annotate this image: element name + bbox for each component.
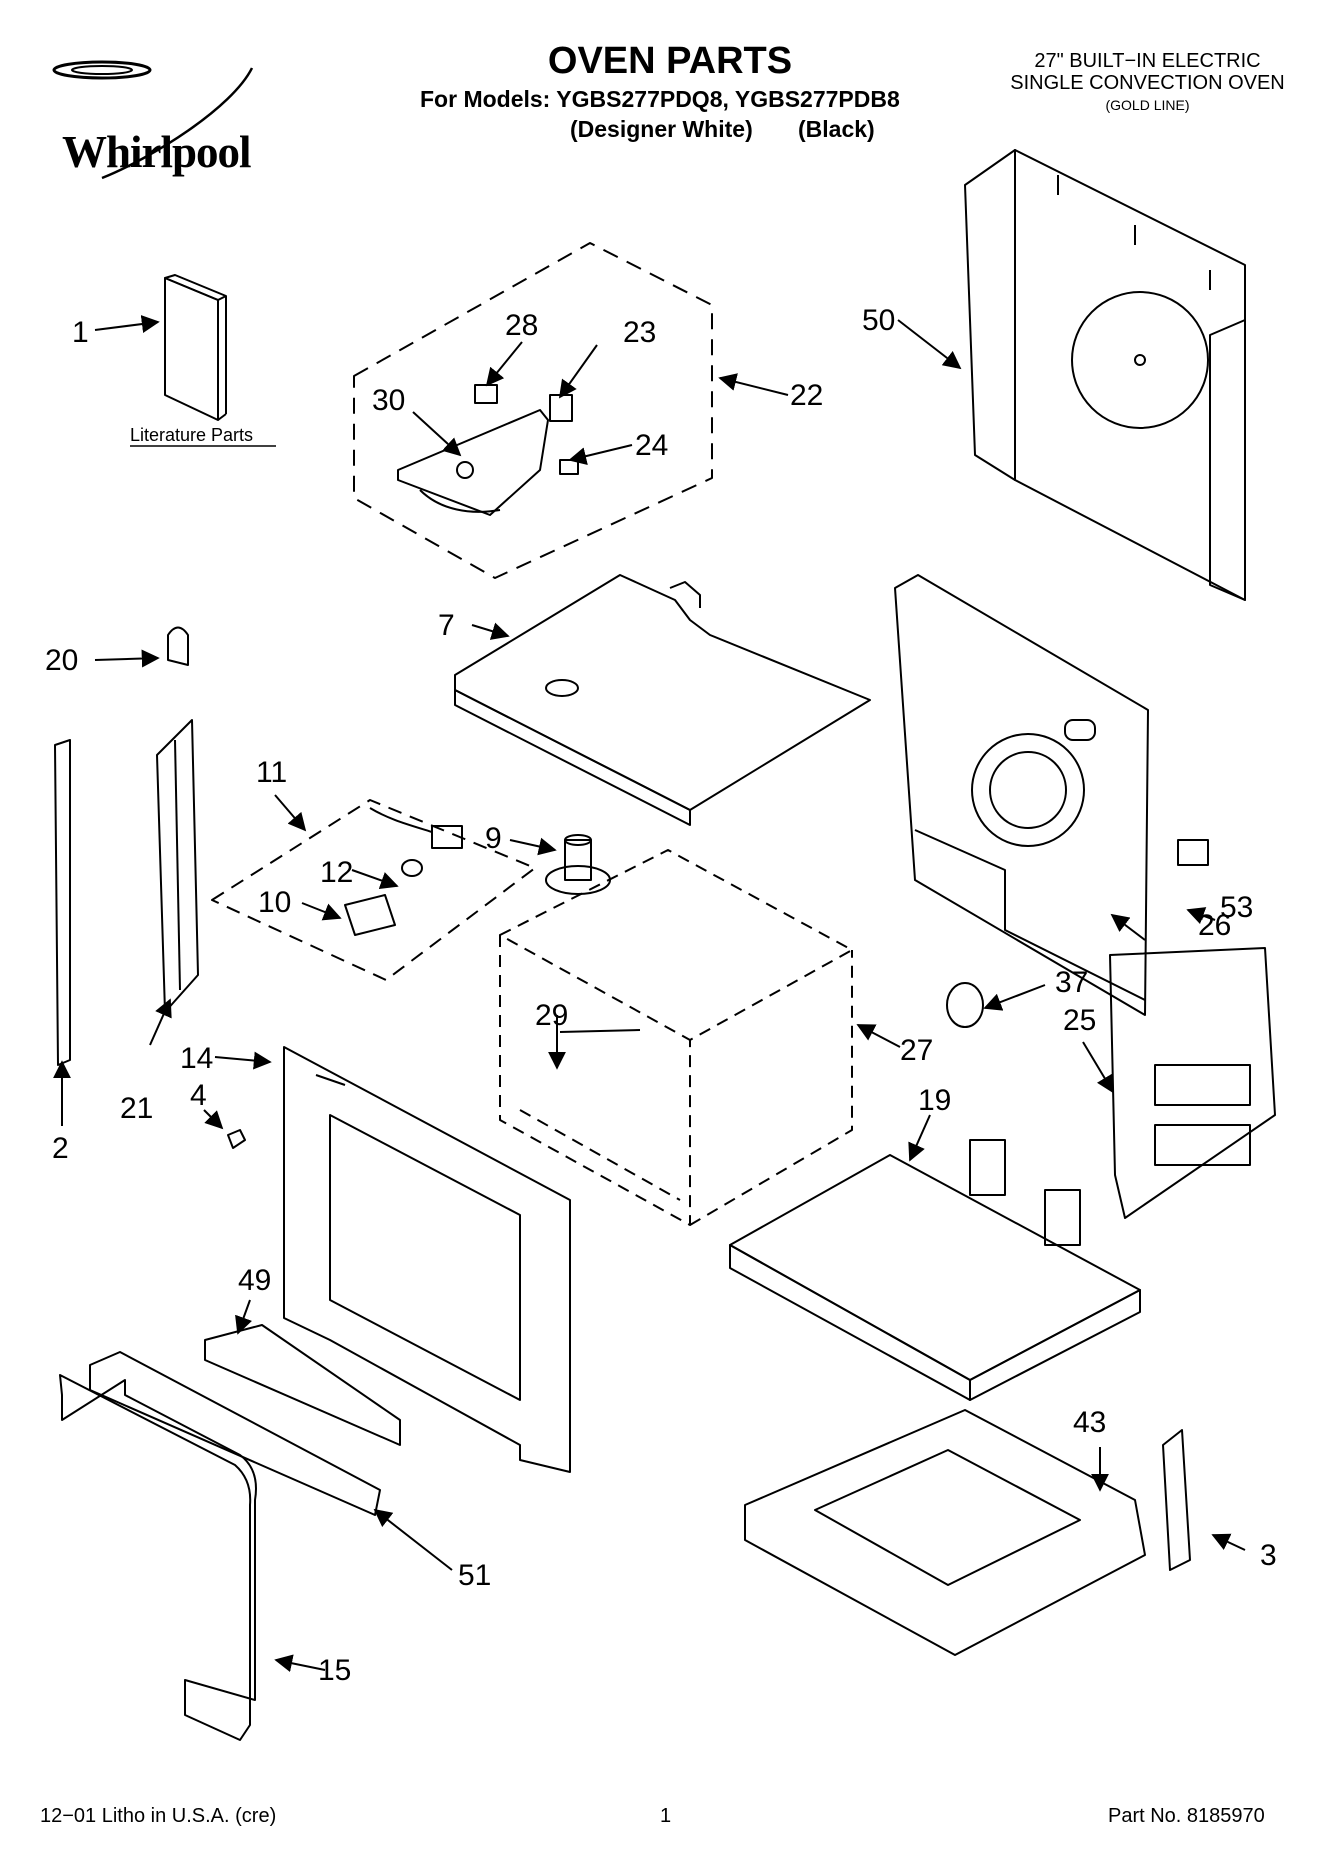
- footer-part-number: Part No. 8185970: [1108, 1805, 1265, 1827]
- product-description: 27" BUILT−IN ELECTRIC SINGLE CONVECTION …: [980, 50, 1315, 116]
- part-bracket: [1162, 1429, 1191, 1571]
- part-bottom-shield: [729, 1139, 1141, 1401]
- callout-25: 25: [1063, 1004, 1096, 1037]
- part-control-assembly: [353, 242, 713, 579]
- callout-22: 22: [790, 379, 823, 412]
- callout-26: 26: [1198, 909, 1231, 942]
- callout-28: 28: [505, 309, 538, 342]
- callout-1: 1: [72, 316, 89, 349]
- callout-23: 23: [623, 316, 656, 349]
- callout-37: 37: [1055, 966, 1088, 999]
- callout-50: 50: [862, 304, 895, 337]
- product-line-1: 27" BUILT−IN ELECTRIC: [1034, 50, 1261, 72]
- part-thermostat: [946, 982, 984, 1028]
- part-screw: [227, 1129, 246, 1149]
- callout-14: 14: [180, 1042, 213, 1075]
- part-light-assembly: [211, 799, 536, 981]
- part-top-shield: [454, 574, 871, 826]
- product-line-3: (GOLD LINE): [1105, 97, 1190, 113]
- part-trim-strip: [54, 739, 71, 1066]
- callout-53: 53: [1220, 891, 1253, 924]
- models-line: For Models: YGBS277PDQ8, YGBS277PDB8: [420, 86, 900, 112]
- callout-10: 10: [258, 886, 291, 919]
- callout-12: 12: [320, 856, 353, 889]
- callout-4: 4: [190, 1079, 207, 1112]
- callout-51: 51: [458, 1559, 491, 1592]
- callout-numbers: 1 28 23 22 30 24 50 7 20 11 9 12 10 29 2…: [45, 304, 1277, 1687]
- part-convection-panel: [894, 574, 1149, 1016]
- callout-30: 30: [372, 384, 405, 417]
- footer-litho: 12−01 Litho in U.S.A. (cre): [40, 1805, 277, 1827]
- part-plug: [167, 626, 189, 666]
- brand-name: Whirlpool: [62, 127, 252, 177]
- literature-label: Literature Parts: [130, 425, 253, 445]
- callout-11: 11: [256, 756, 287, 789]
- callout-43: 43: [1073, 1406, 1106, 1439]
- callout-9: 9: [485, 822, 502, 855]
- callout-3: 3: [1260, 1539, 1277, 1572]
- part-bottom-tray: [744, 1409, 1146, 1656]
- callout-19: 19: [918, 1084, 951, 1117]
- variant-black: (Black): [798, 116, 875, 142]
- callout-20: 20: [45, 644, 78, 677]
- leader-arrows: [53, 315, 1246, 1673]
- whirlpool-logo: Whirlpool: [32, 48, 282, 183]
- callout-21: 21: [120, 1092, 153, 1125]
- part-fan-motor: [545, 834, 611, 895]
- part-side-rail: [156, 719, 199, 1013]
- whirlpool-swirl-icon: [52, 60, 254, 180]
- product-line-2: SINGLE CONVECTION OVEN: [1010, 72, 1285, 94]
- part-literature-booklet: [164, 274, 227, 421]
- variant-designer-white: (Designer White): [570, 116, 753, 142]
- page-title: OVEN PARTS: [547, 40, 793, 82]
- callout-2: 2: [52, 1132, 69, 1165]
- callout-27: 27: [900, 1034, 933, 1067]
- part-vent-baffle: [204, 1324, 401, 1446]
- part-clip: [1177, 839, 1209, 866]
- callout-49: 49: [238, 1264, 271, 1297]
- part-rear-panel: [964, 149, 1246, 601]
- footer-page-number: 1: [660, 1805, 672, 1827]
- part-front-frame: [283, 1046, 571, 1473]
- callout-24: 24: [635, 429, 668, 462]
- part-door-gasket: [59, 1374, 257, 1741]
- part-vent-trim: [89, 1351, 381, 1516]
- callout-29: 29: [535, 999, 568, 1032]
- callout-15: 15: [318, 1654, 351, 1687]
- part-side-panel: [1109, 947, 1276, 1219]
- callout-7: 7: [438, 609, 455, 642]
- part-oven-cavity: [499, 849, 853, 1226]
